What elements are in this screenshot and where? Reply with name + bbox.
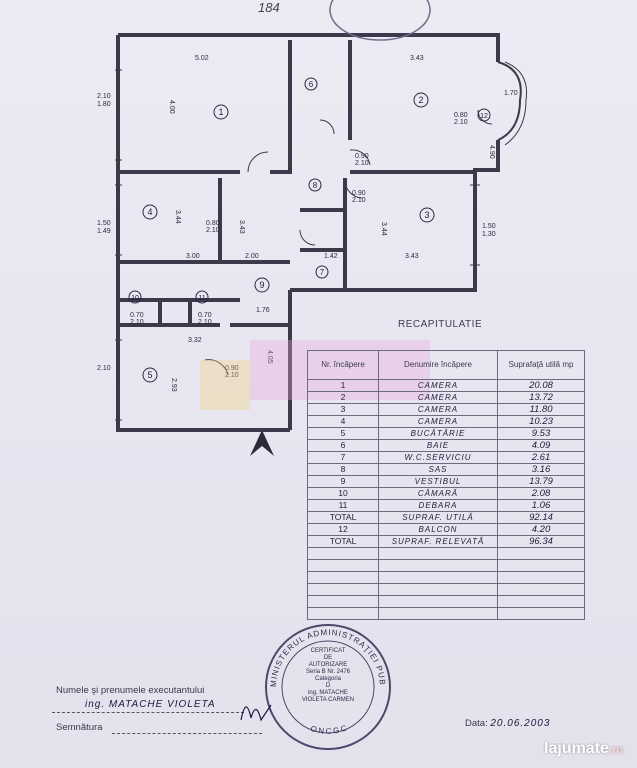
empty-row xyxy=(307,583,585,596)
dimension-label: 4.00 xyxy=(168,100,175,114)
dimension-label: 1.49 xyxy=(97,228,111,235)
empty-row xyxy=(307,595,585,608)
stamp-line: DE xyxy=(323,655,333,661)
room-label: 7 xyxy=(320,268,325,277)
recap-title: RECAPITULATIE xyxy=(398,319,483,330)
dimension-label: 2.10 xyxy=(130,319,144,326)
room-label: 6 xyxy=(309,80,314,89)
dimension-label: 3.44 xyxy=(380,222,387,236)
stamp-line: AUTORIZARE xyxy=(308,662,348,668)
dimension-label: 2.10 xyxy=(97,93,111,100)
stamp-line: VIOLETA CARMEN xyxy=(301,697,355,703)
dimension-label: 4.90 xyxy=(488,145,495,159)
dimension-label: 5.02 xyxy=(195,55,209,62)
dimension-label: 1.50 xyxy=(482,223,496,230)
empty-row xyxy=(307,559,585,572)
dimension-label: 2.93 xyxy=(170,378,177,392)
dimension-label: 3.44 xyxy=(174,210,181,224)
dimension-label: 3.00 xyxy=(186,253,200,260)
stamp-line: CERTIFICAT xyxy=(310,648,346,654)
dimension-label: 1.70 xyxy=(504,90,518,97)
stamp-line: Categoria xyxy=(314,676,341,682)
stamp-line: D xyxy=(325,683,331,689)
empty-row xyxy=(307,571,585,584)
room-label: 1 xyxy=(218,107,223,117)
dimension-label: 2.10 xyxy=(454,119,468,126)
page-number: 184 xyxy=(258,0,280,15)
executant-label: Numele şi prenumele executantului xyxy=(56,685,205,696)
executant-name: ing. MATACHE VIOLETA xyxy=(85,699,216,710)
dimension-label: 1.50 xyxy=(97,220,111,227)
dimension-label: 0.80 xyxy=(454,112,468,119)
dimension-label: 2.10 xyxy=(352,197,366,204)
header-cell: Denumire încăpere xyxy=(378,350,498,380)
room-label: 10 xyxy=(131,295,139,302)
dimension-label: 0.80 xyxy=(206,220,220,227)
stamp-line: ing. MATACHE xyxy=(308,690,348,696)
signature-scribble xyxy=(240,704,272,722)
dimension-label: 2.10 xyxy=(225,372,239,379)
dimension-label: 0.70 xyxy=(130,312,144,319)
stamp-bottom-text: ONCGC xyxy=(310,723,348,736)
stamp-line: Seria B Nr. 2476 xyxy=(305,669,351,675)
header-cell: Suprafaţă utilă mp xyxy=(497,350,585,380)
dimension-label: 3.43 xyxy=(410,55,424,62)
dimension-label: 2.00 xyxy=(245,253,259,260)
dimension-label: 1.42 xyxy=(324,253,338,260)
dimension-label: 0.90 xyxy=(355,153,369,160)
recap-table: Nr. încăpere Denumire încăpere Suprafaţă… xyxy=(307,350,585,620)
dimension-label: 3.43 xyxy=(238,220,245,234)
dimension-label: 2.10 xyxy=(198,319,212,326)
dimension-label: 2.10 xyxy=(206,227,220,234)
name-line xyxy=(52,712,244,713)
dimension-label: 4.05 xyxy=(266,350,273,364)
dimension-label: 0.90 xyxy=(225,365,239,372)
room-label: 4 xyxy=(147,207,152,217)
date-value: 20.06.2003 xyxy=(490,718,551,729)
dimension-label: 1.30 xyxy=(482,231,496,238)
dimension-label: 0.90 xyxy=(352,190,366,197)
dimension-label: 3.43 xyxy=(405,253,419,260)
watermark-logo: lajumate.ro xyxy=(544,740,623,757)
room-label: 12 xyxy=(480,113,488,120)
dimension-label: 0.70 xyxy=(198,312,212,319)
dimension-label: 2.10 xyxy=(355,160,369,167)
dimension-label: 1.80 xyxy=(97,101,111,108)
signature-label: Semnătura xyxy=(56,722,103,733)
dimension-label: 2.10 xyxy=(97,365,111,372)
dimension-label: 3.32 xyxy=(188,337,202,344)
empty-row xyxy=(307,547,585,560)
dimension-label: 1.76 xyxy=(256,307,270,314)
room-label: 5 xyxy=(147,370,152,380)
room-label: 2 xyxy=(418,95,423,105)
official-stamp: MINISTERUL ADMINISTRAŢIEI PUBLICE ONCGC xyxy=(258,620,391,750)
room-label: 8 xyxy=(313,181,318,190)
room-label: 3 xyxy=(424,210,429,220)
header-cell: Nr. încăpere xyxy=(307,350,379,380)
signature-line xyxy=(112,733,262,734)
empty-row xyxy=(307,607,585,620)
svg-text:ONCGC: ONCGC xyxy=(310,723,350,736)
room-label: 9 xyxy=(259,280,264,290)
room-label: 11 xyxy=(198,295,205,302)
date-label: Data xyxy=(465,718,486,729)
